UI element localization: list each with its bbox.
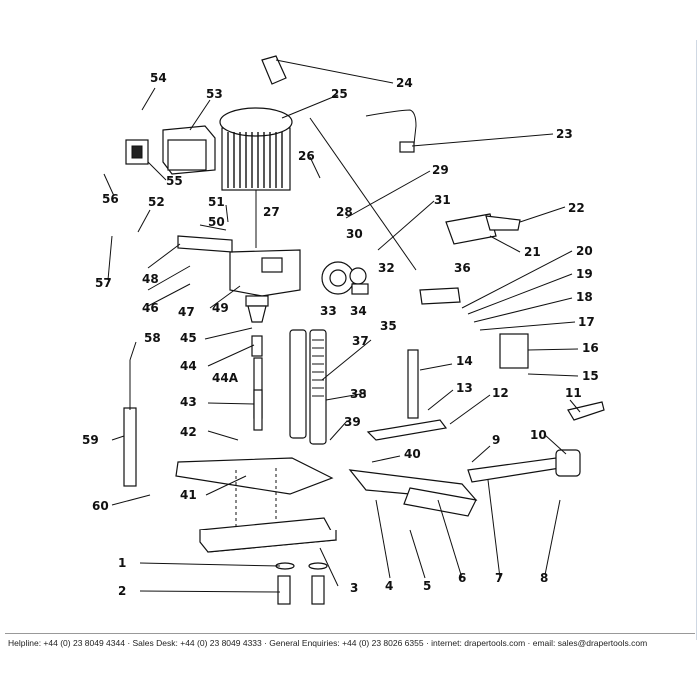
- part-label-25: 25: [331, 87, 348, 101]
- part-label-16: 16: [582, 341, 599, 355]
- part-label-46: 46: [142, 301, 159, 315]
- fence-bar: [348, 469, 478, 517]
- part-label-1: 1: [118, 556, 126, 570]
- footer-rule: [5, 633, 695, 634]
- part-label-28: 28: [336, 205, 353, 219]
- part-label-33: 33: [320, 304, 337, 318]
- columns: [289, 329, 327, 445]
- part-label-6: 6: [458, 571, 466, 585]
- part-label-2: 2: [118, 584, 126, 598]
- part-label-53: 53: [206, 87, 223, 101]
- edge-line: [696, 40, 697, 640]
- gear: [321, 261, 369, 295]
- part-label-18: 18: [576, 290, 593, 304]
- part-label-21: 21: [524, 245, 541, 259]
- leader-lines: [103, 59, 581, 593]
- part-label-50: 50: [208, 215, 225, 229]
- hold-down: [366, 349, 448, 441]
- part-label-32: 32: [378, 261, 395, 275]
- part-label-55: 55: [166, 174, 183, 188]
- part-label-20: 20: [576, 244, 593, 258]
- part-label-17: 17: [578, 315, 595, 329]
- part-label-47: 47: [178, 305, 195, 319]
- part-label-48: 48: [142, 272, 159, 286]
- gas-strut: [123, 360, 137, 487]
- part-label-60: 60: [92, 499, 109, 513]
- part-label-7: 7: [495, 571, 503, 585]
- part-label-34: 34: [350, 304, 367, 318]
- part-label-29: 29: [432, 163, 449, 177]
- part-label-59: 59: [82, 433, 99, 447]
- exploded-parts-diagram: 1234567891011121314151617181920212223242…: [82, 55, 605, 605]
- part-label-27: 27: [263, 205, 280, 219]
- part-label-40: 40: [404, 447, 421, 461]
- table-plate: [175, 457, 334, 530]
- part-label-44: 44: [180, 359, 197, 373]
- part-label-5: 5: [423, 579, 431, 593]
- part-label-56: 56: [102, 192, 119, 206]
- part-label-19: 19: [576, 267, 593, 281]
- part-label-51: 51: [208, 195, 225, 209]
- part-label-9: 9: [492, 433, 500, 447]
- part-label-30: 30: [346, 227, 363, 241]
- part-label-23: 23: [556, 127, 573, 141]
- part-label-41: 41: [180, 488, 197, 502]
- part-label-10: 10: [530, 428, 547, 442]
- part-label-11: 11: [565, 386, 582, 400]
- part-label-14: 14: [456, 354, 473, 368]
- part-label-43: 43: [180, 395, 197, 409]
- part-label-44a: 44A: [212, 371, 239, 385]
- part-label-49: 49: [212, 301, 229, 315]
- part-label-24: 24: [396, 76, 413, 90]
- footer: Helpline: +44 (0) 23 8049 4344 · Sales D…: [0, 636, 700, 652]
- part-label-36: 36: [454, 261, 471, 275]
- part-label-58: 58: [144, 331, 161, 345]
- drill-shaft: [251, 335, 263, 431]
- head-casting: [229, 249, 301, 323]
- part-label-8: 8: [540, 571, 548, 585]
- part-label-57: 57: [95, 276, 112, 290]
- part-label-31: 31: [434, 193, 451, 207]
- part-label-26: 26: [298, 149, 315, 163]
- part-label-35: 35: [380, 319, 397, 333]
- part-label-22: 22: [568, 201, 585, 215]
- side-cover: [499, 333, 529, 369]
- motor: [219, 107, 293, 248]
- part-label-52: 52: [148, 195, 165, 209]
- misc-rods: [177, 55, 461, 305]
- footer-text: Helpline: +44 (0) 23 8049 4344 · Sales D…: [8, 638, 648, 648]
- side-bracket: [445, 213, 521, 245]
- base: [199, 517, 337, 605]
- part-label-45: 45: [180, 331, 197, 345]
- part-label-39: 39: [344, 415, 361, 429]
- part-label-3: 3: [350, 581, 358, 595]
- part-label-54: 54: [150, 71, 167, 85]
- part-label-4: 4: [385, 579, 393, 593]
- switch-box: [125, 125, 216, 175]
- part-label-37: 37: [352, 334, 369, 348]
- part-label-38: 38: [350, 387, 367, 401]
- part-label-12: 12: [492, 386, 509, 400]
- lever-arm: [467, 401, 605, 483]
- part-label-42: 42: [180, 425, 197, 439]
- part-label-15: 15: [582, 369, 599, 383]
- part-label-13: 13: [456, 381, 473, 395]
